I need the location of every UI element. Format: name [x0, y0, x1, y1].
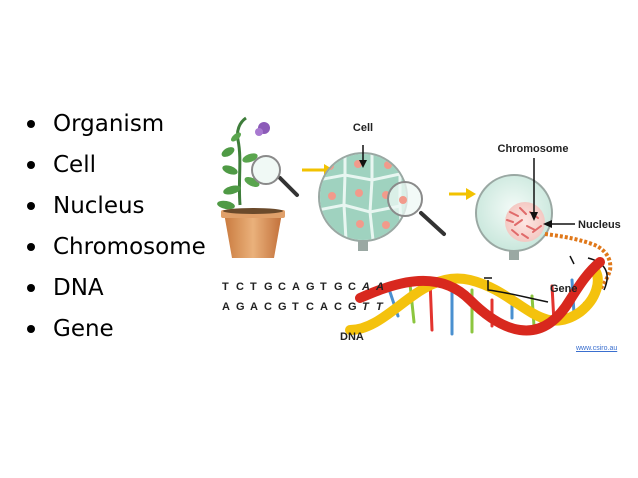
plant-magnifier — [251, 155, 299, 197]
seq-top-8: G — [334, 281, 343, 293]
seq-bottom-2: A — [250, 301, 258, 313]
nucleus-label: Nucleus — [578, 219, 621, 231]
seq-top-6: G — [306, 281, 315, 293]
seq-bottom-8: C — [334, 301, 342, 313]
gene-marker: Gene — [484, 277, 578, 303]
cell-magnifier — [387, 181, 446, 236]
bullet-item: Organism — [27, 104, 206, 145]
seq-top-7: T — [320, 281, 327, 293]
plant-illustration — [217, 116, 285, 258]
seq-top-1: C — [236, 281, 244, 293]
bullet-text: Cell — [53, 152, 96, 178]
chromatin-coil — [544, 232, 613, 306]
seq-bottom-9: G — [348, 301, 357, 313]
bullet-text: Organism — [53, 111, 165, 137]
seq-top-10: A — [361, 281, 370, 293]
seq-top-4: C — [278, 281, 286, 293]
dna-helix — [345, 257, 605, 336]
seq-bottom-1: G — [236, 301, 245, 313]
bullet-text: DNA — [53, 275, 104, 301]
seq-bottom-7: A — [320, 301, 328, 313]
seq-bottom-10: T — [362, 301, 370, 313]
dna-label: DNA — [340, 331, 364, 343]
seq-top-11: A — [375, 281, 384, 293]
seq-top-3: G — [264, 281, 273, 293]
bullet-text: Chromosome — [53, 234, 206, 260]
seq-bottom-3: C — [264, 301, 272, 313]
gene-label: Gene — [550, 283, 578, 295]
seq-bottom-6: C — [306, 301, 314, 313]
nucleus-illustration: Chromosome Nucleus — [475, 143, 621, 260]
bullet-item: Cell — [27, 145, 206, 186]
seq-top-9: C — [348, 281, 356, 293]
dna-sequence: T C T G C A G T G C A A A G A C G T C A … — [222, 281, 384, 313]
bullet-dot — [27, 161, 35, 169]
source-credit-link[interactable]: www.csiro.au — [576, 345, 618, 352]
seq-bottom-4: G — [278, 301, 287, 313]
bullet-item: Gene — [27, 309, 206, 350]
cell-illustration: Cell — [318, 122, 408, 251]
bullet-dot — [27, 325, 35, 333]
bullet-dot — [27, 120, 35, 128]
bullet-dot — [27, 284, 35, 292]
cell-label: Cell — [353, 122, 373, 134]
bullet-list: Organism Cell Nucleus Chromosome DNA Gen… — [27, 104, 206, 350]
bullet-text: Gene — [53, 316, 114, 342]
arrow-cell-to-chromosome — [449, 188, 476, 200]
chromosome-label: Chromosome — [498, 143, 569, 155]
bullet-item: Chromosome — [27, 227, 206, 268]
seq-top-5: A — [292, 281, 300, 293]
bullet-dot — [27, 243, 35, 251]
bullet-dot — [27, 202, 35, 210]
seq-bottom-11: T — [376, 301, 384, 313]
bullet-item: Nucleus — [27, 186, 206, 227]
seq-top-0: T — [222, 281, 229, 293]
seq-bottom-0: A — [222, 301, 230, 313]
seq-bottom-5: T — [292, 301, 299, 313]
bullet-text: Nucleus — [53, 193, 145, 219]
bullet-item: DNA — [27, 268, 206, 309]
seq-top-2: T — [250, 281, 257, 293]
